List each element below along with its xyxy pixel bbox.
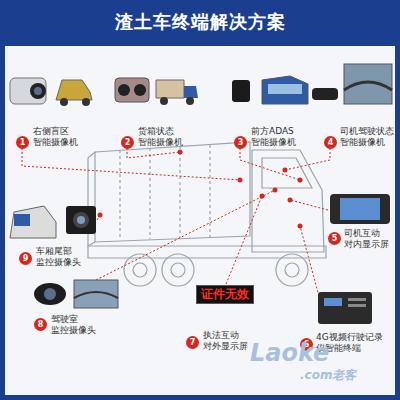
- device-caption: 驾驶室 监控摄像头: [51, 314, 99, 336]
- device-caption: 车厢尾部 监控摄像头: [36, 246, 84, 268]
- callout-number: 2: [121, 136, 134, 149]
- display-text: 证件无效: [201, 287, 249, 302]
- device-caption: 货箱状态 智能摄像机: [138, 126, 186, 148]
- watermark: Laoke: [250, 340, 329, 366]
- callout-number: 5: [328, 232, 341, 245]
- callout-number: 4: [324, 136, 337, 149]
- device-caption: 前方ADAS 智能摄像机: [251, 126, 299, 148]
- callout-number: 8: [34, 318, 47, 331]
- led-display: 证件无效: [196, 285, 254, 304]
- callout-number: 7: [186, 336, 199, 349]
- callout-number: 3: [234, 136, 247, 149]
- callout-number: 1: [16, 136, 29, 149]
- watermark: .com老客: [300, 368, 356, 382]
- device-caption: 执法互动 对外显示屏: [203, 330, 251, 352]
- page-title: 渣土车终端解决方案: [0, 0, 400, 44]
- device-caption: 司机驾驶状态 智能摄像机: [340, 126, 396, 148]
- device-caption: 司机互动 对内显示屏: [344, 228, 392, 250]
- device-caption: 右侧盲区 智能摄像机: [33, 126, 81, 148]
- callout-number: 9: [19, 252, 32, 265]
